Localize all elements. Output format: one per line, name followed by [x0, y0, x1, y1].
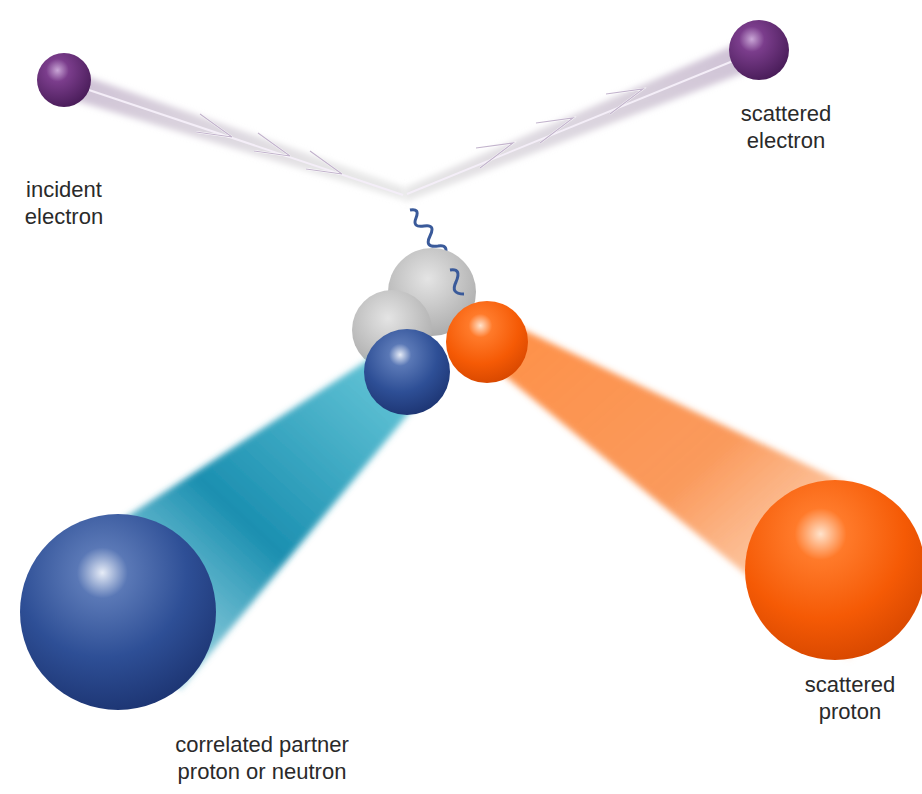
electron-label: incident electron: [4, 176, 124, 230]
electron-label: scattered electron: [721, 100, 851, 154]
nucleon-label: correlated partner proton or neutron: [155, 731, 370, 785]
proton-label: scattered proton: [790, 671, 910, 725]
